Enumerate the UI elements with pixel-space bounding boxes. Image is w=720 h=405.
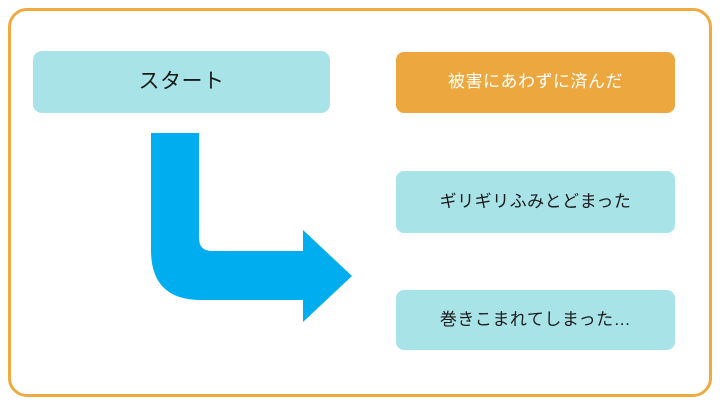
bent-arrow-icon <box>151 133 352 322</box>
outcome-node-0-label: 被害にあわずに済んだ <box>448 72 623 92</box>
bent-arrow-connector <box>140 120 365 335</box>
start-node-label: スタート <box>138 70 225 94</box>
outcome-node-1-label: ギリギリふみとどまった <box>439 191 632 211</box>
outcome-node-0[interactable]: 被害にあわずに済んだ <box>396 52 675 113</box>
outcome-node-2[interactable]: 巻きこまれてしまった… <box>396 290 675 350</box>
outcome-node-1[interactable]: ギリギリふみとどまった <box>396 171 675 233</box>
start-node[interactable]: スタート <box>33 51 330 113</box>
bent-arrow-shape <box>151 133 352 322</box>
outcome-node-2-label: 巻きこまれてしまった… <box>439 309 632 329</box>
